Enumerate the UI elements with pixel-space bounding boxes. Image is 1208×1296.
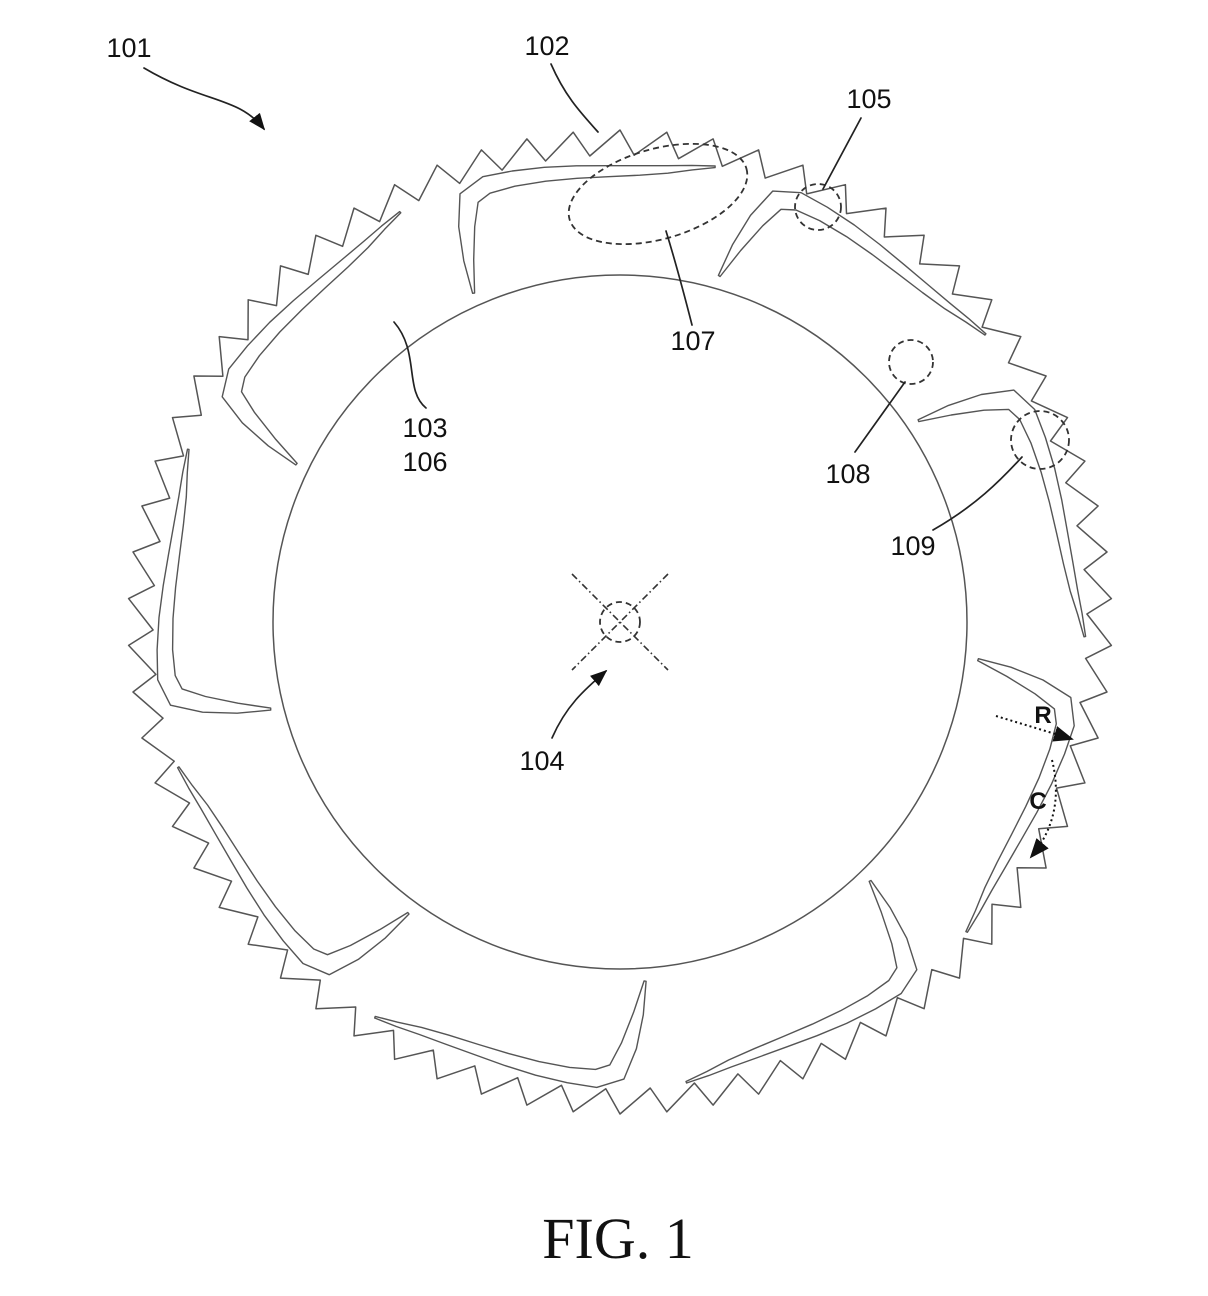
slot-cutout bbox=[458, 164, 716, 294]
ref-label-102: 102 bbox=[524, 31, 569, 61]
ref-label-101: 101 bbox=[106, 33, 151, 63]
leader-lines bbox=[143, 63, 1023, 739]
slot-cutout bbox=[221, 210, 402, 466]
leader-102 bbox=[550, 63, 599, 133]
leader-108 bbox=[854, 381, 906, 453]
leader-107 bbox=[665, 230, 693, 326]
slot-cutout bbox=[917, 389, 1087, 638]
slot-cutout bbox=[156, 448, 272, 714]
slot-cutout bbox=[717, 190, 987, 336]
ref-label-103: 103 bbox=[402, 413, 447, 443]
detail-circle-109 bbox=[1010, 410, 1070, 470]
detail-ellipse-107 bbox=[567, 142, 749, 246]
center-mark bbox=[571, 573, 669, 671]
dim-label-C: C bbox=[1029, 788, 1046, 815]
slot-cutout bbox=[685, 879, 918, 1084]
center-dashed-circle bbox=[599, 601, 641, 643]
dim-arrow-R bbox=[995, 715, 1074, 742]
ref-label-109: 109 bbox=[890, 531, 935, 561]
outer-serrated-edge bbox=[127, 129, 1113, 1115]
figure-caption: FIG. 1 bbox=[542, 1206, 693, 1271]
ref-label-105: 105 bbox=[846, 84, 891, 114]
detail-circle-105 bbox=[794, 183, 842, 231]
leader-109 bbox=[932, 456, 1023, 531]
slot-cutout bbox=[176, 766, 410, 976]
inner-edge-circle bbox=[272, 274, 968, 970]
ref-label-106: 106 bbox=[402, 447, 447, 477]
ref-label-107: 107 bbox=[670, 326, 715, 356]
reference-labels: 101 102 105 107 103 106 108 109 104 R C bbox=[106, 31, 1051, 815]
dim-label-R: R bbox=[1034, 702, 1051, 729]
leader-101-arrow bbox=[143, 67, 266, 131]
detail-circle-108 bbox=[888, 339, 934, 385]
ref-label-108: 108 bbox=[825, 459, 870, 489]
slot-cutout bbox=[374, 980, 647, 1089]
leader-104-arrow bbox=[551, 669, 608, 739]
leader-103 bbox=[393, 321, 427, 409]
leader-105 bbox=[822, 117, 862, 190]
sprocket-ring bbox=[127, 129, 1113, 1115]
ref-label-104: 104 bbox=[519, 746, 564, 776]
dimension-arrows bbox=[995, 715, 1074, 859]
